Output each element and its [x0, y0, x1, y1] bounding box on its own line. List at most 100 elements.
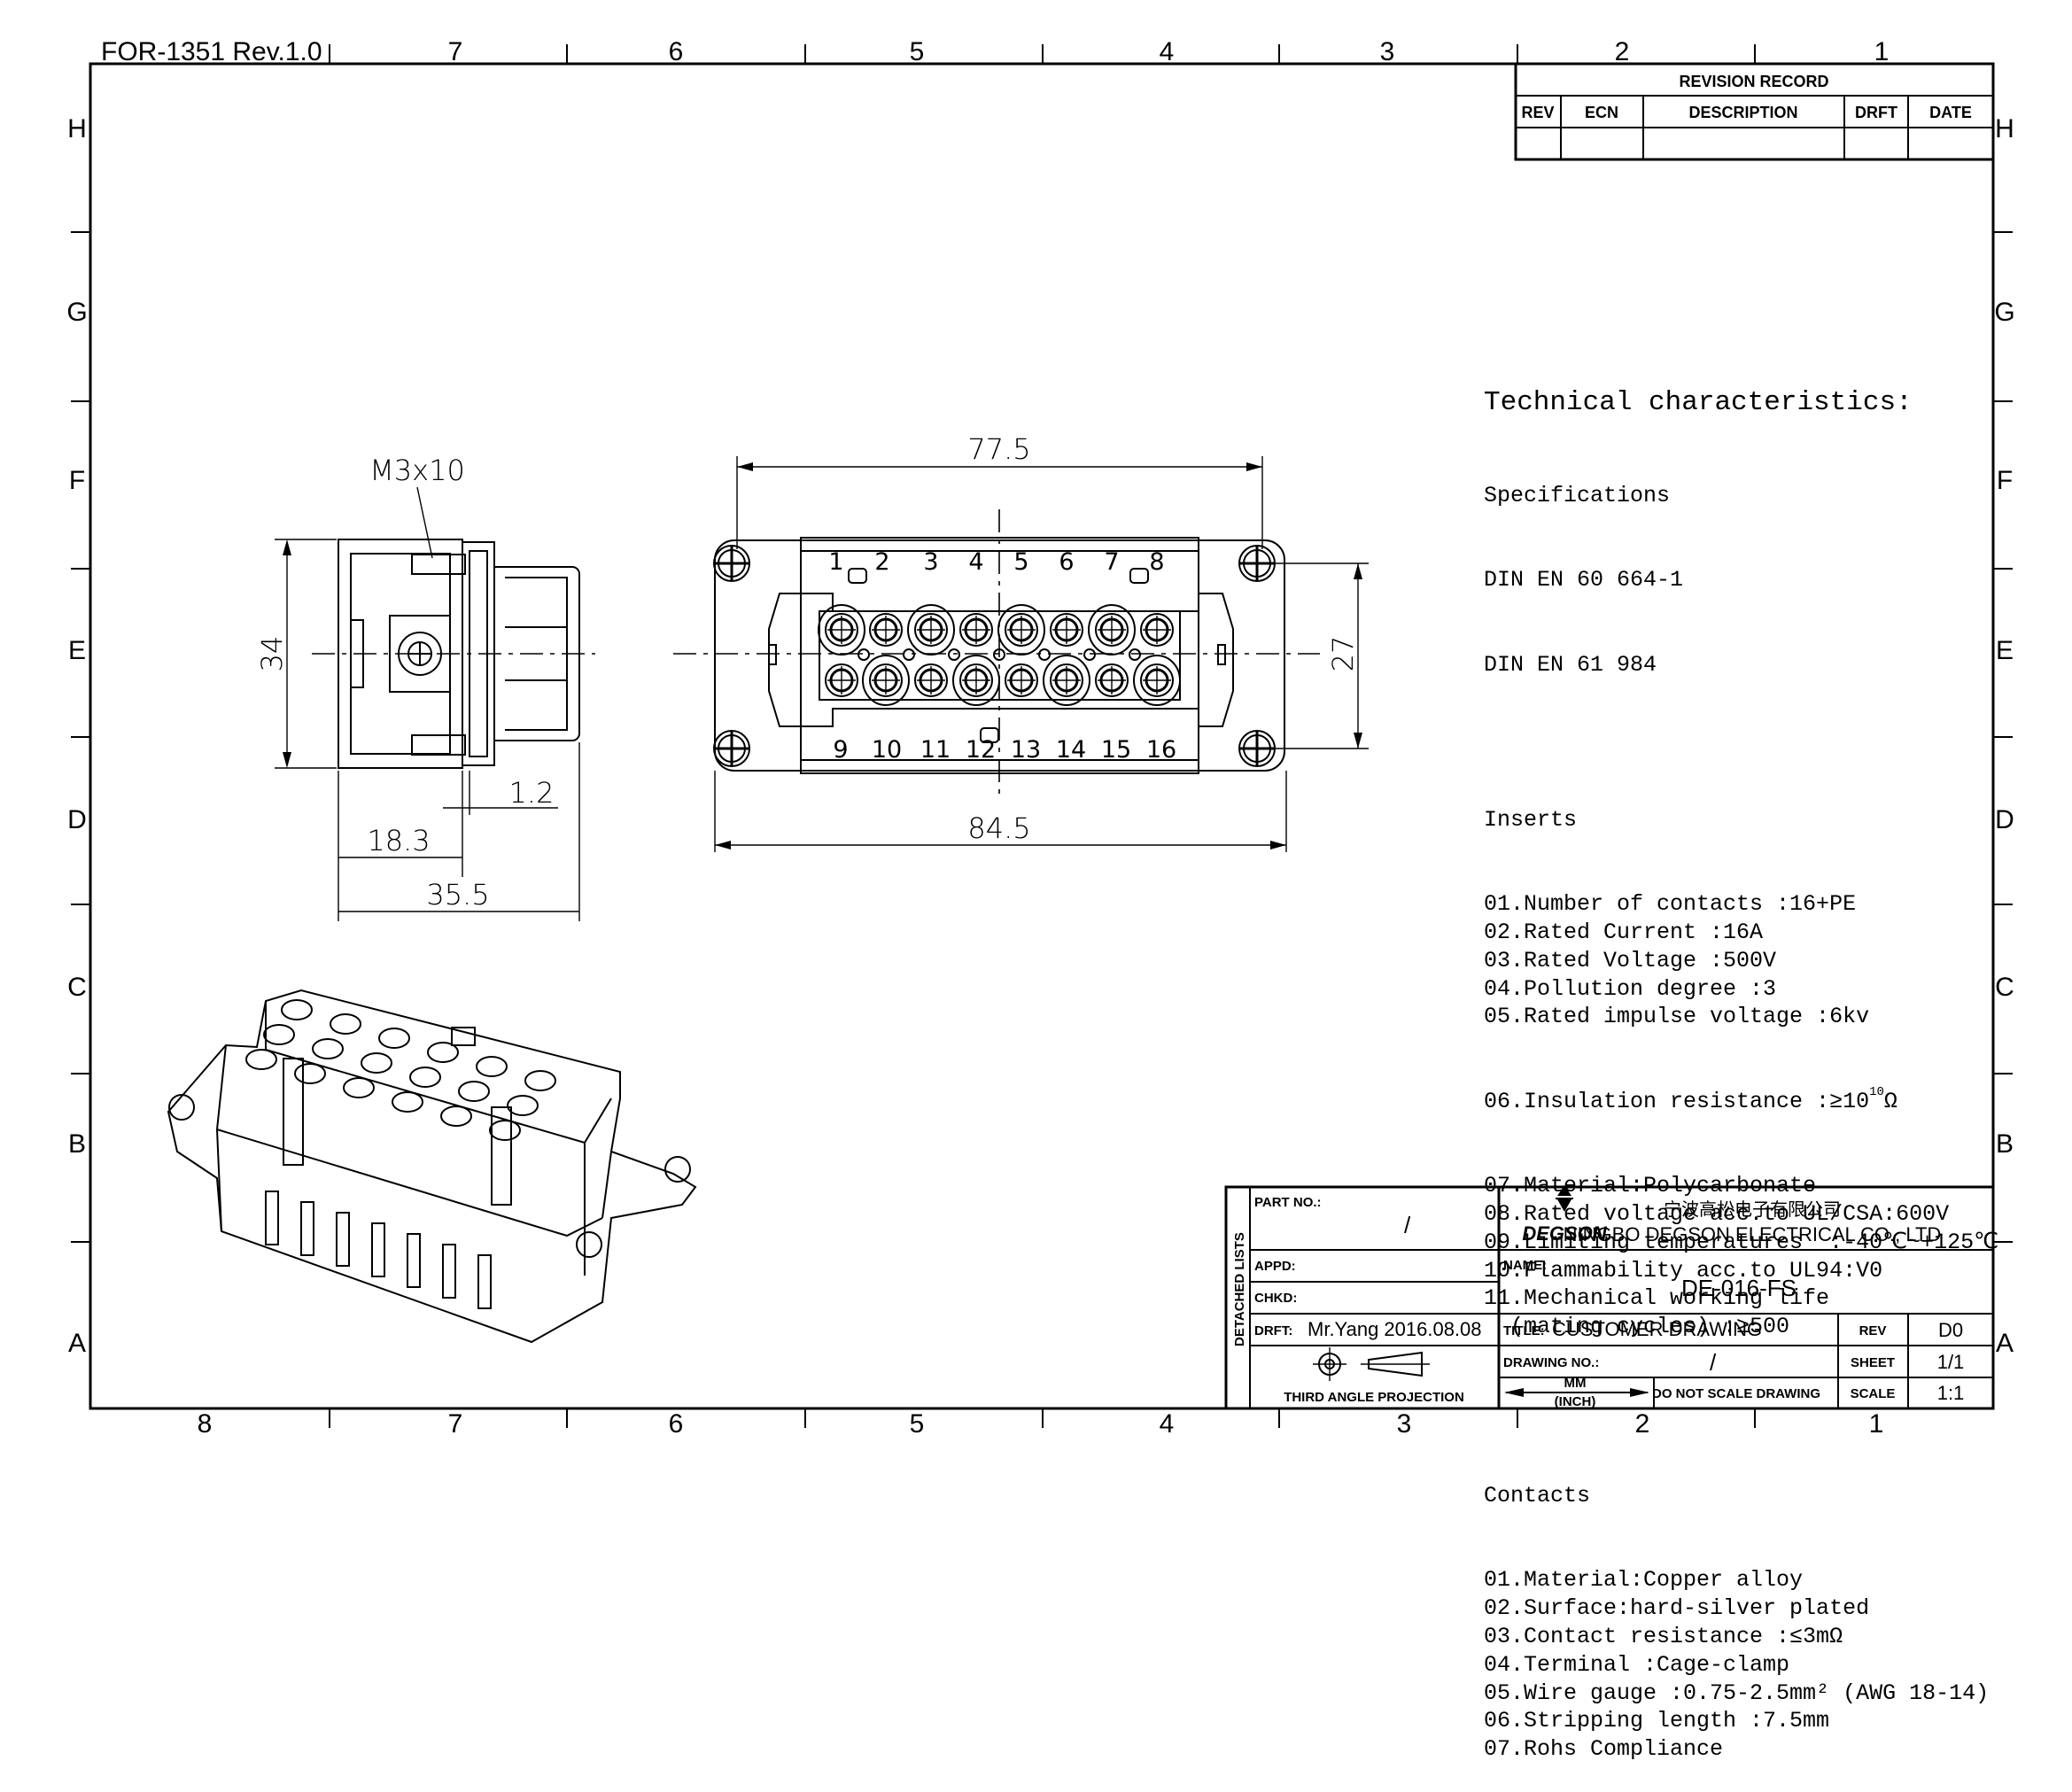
drft-value: Mr.Yang 2016.08.08	[1308, 1318, 1482, 1340]
spec-item: DIN EN 60 664-1	[1484, 567, 1684, 593]
contact-socket	[1088, 604, 1136, 656]
contact-socket	[1133, 655, 1181, 706]
mounting-screw-icon	[1238, 545, 1276, 582]
iso-slot	[477, 1254, 492, 1309]
company-name-en: NINGBO DEGSON ELECTRICAL CO., LTD	[1564, 1223, 1942, 1245]
iso-contact-hole	[294, 1063, 326, 1084]
title-value: CUSTOMER DRAWING	[1552, 1318, 1762, 1340]
iso-contact-hole	[312, 1038, 344, 1059]
insert-item-insulation: 06.Insulation resistance :≥1010Ω	[1484, 1084, 1998, 1116]
iso-contact-hole	[440, 1105, 472, 1127]
pin-label: 5	[1013, 548, 1028, 576]
iso-contact-hole	[409, 1067, 441, 1088]
pin-label: 2	[874, 548, 889, 576]
tech-item: 06.Stripping length :7.5mm	[1484, 1708, 1830, 1734]
revision-record-title: REVISION RECORD	[1679, 73, 1828, 90]
pin-label: 16	[1146, 736, 1176, 764]
row-marker-left: C	[67, 973, 87, 1002]
contact-socket	[862, 655, 910, 706]
contact-socket	[1095, 663, 1129, 697]
rev-label: REV	[1859, 1323, 1887, 1338]
tech-item: 10.Flammability acc.to UL94:V0	[1484, 1257, 1883, 1284]
pin-label: 10	[872, 736, 902, 764]
row-marker-right: D	[1995, 805, 2014, 834]
iso-contact-hole	[330, 1013, 361, 1035]
iso-contact-hole	[507, 1095, 539, 1116]
title-block: DETACHED LISTS PART NO.: / APPD: CHKD: D…	[1224, 1185, 1995, 1410]
spec-item: DIN EN 61 984	[1484, 651, 1657, 678]
contact-socket	[1140, 613, 1174, 647]
column-marker-bottom: 7	[448, 1409, 463, 1439]
pin-label: 4	[968, 548, 983, 576]
tech-item: 07.Material:Polycarbonate	[1484, 1173, 1817, 1199]
iso-contact-hole	[427, 1042, 459, 1063]
insulation-unit: Ω	[1883, 1088, 1897, 1114]
tech-item: 04.Terminal :Cage-clamp	[1484, 1651, 1790, 1678]
drft-label: DRFT:	[1254, 1323, 1292, 1338]
units-arrow-icon	[1504, 1388, 1649, 1397]
thread-label: M3x10	[369, 454, 465, 487]
pin-label: 3	[923, 548, 938, 576]
pe-contact	[858, 648, 870, 661]
flange-dim: 1.2	[509, 776, 555, 810]
contacts-title: Contacts	[1484, 1483, 1591, 1509]
row-marker-left: F	[69, 466, 85, 495]
description-header: DESCRIPTION	[1688, 104, 1797, 121]
row-marker-right: F	[1997, 466, 2013, 495]
side-height-dim: 34	[255, 636, 289, 672]
insulation-exponent: 10	[1869, 1084, 1884, 1099]
tech-item: 03.Rated Voltage :500V	[1484, 947, 1777, 974]
side-view: 34 M3x10 1.2 18.3 35.5	[255, 454, 595, 921]
row-marker-left: H	[67, 114, 87, 144]
tech-item: 02.Surface:hard-silver plated	[1484, 1595, 1870, 1622]
rev-header: REV	[1521, 104, 1554, 121]
appd-label: APPD:	[1254, 1259, 1296, 1274]
total-depth-dim: 35.5	[426, 878, 489, 912]
drawing-no-label: DRAWING NO.:	[1503, 1355, 1599, 1370]
column-marker-bottom: 6	[669, 1409, 684, 1439]
date-header: DATE	[1929, 104, 1972, 121]
pin-label: 15	[1101, 736, 1131, 764]
part-no-value: /	[1404, 1212, 1411, 1238]
row-marker-left: E	[68, 636, 86, 665]
contact-socket	[818, 604, 865, 656]
column-marker-top: 2	[1615, 37, 1630, 66]
scale-value: 1:1	[1937, 1382, 1965, 1404]
row-marker-left: B	[68, 1129, 86, 1159]
iso-slot	[442, 1244, 456, 1299]
scale-label: SCALE	[1851, 1386, 1896, 1401]
contact-socket	[952, 655, 1000, 706]
column-marker-bottom: 8	[198, 1409, 213, 1439]
iso-contact-hole	[392, 1091, 423, 1113]
tech-item: 01.Number of contacts :16+PE	[1484, 891, 1857, 918]
tech-item: 09.Limiting temperatures :-40℃~+125℃	[1484, 1229, 1999, 1255]
detached-lists-label: DETACHED LISTS	[1232, 1232, 1247, 1346]
row-marker-right: G	[1994, 298, 2014, 327]
mounting-screw-icon	[713, 545, 750, 582]
tech-item: 04.Pollution degree :3	[1484, 975, 1777, 1002]
pe-contact	[948, 648, 960, 661]
depth-dim: 18.3	[367, 824, 430, 857]
units-inch: (INCH)	[1555, 1394, 1596, 1409]
part-no-label: PART NO.:	[1254, 1195, 1322, 1210]
tech-item: 05.Wire gauge :0.75-2.5mm² (AWG 18-14)	[1484, 1680, 1990, 1706]
company-name-cn: 宁波高松电子有限公司	[1664, 1199, 1841, 1220]
column-marker-top: 6	[669, 37, 684, 66]
row-marker-right: E	[1996, 636, 2014, 665]
title-label: TITLE:	[1503, 1323, 1545, 1338]
tech-item: 02.Rated Current :16A	[1484, 919, 1764, 945]
inserts-title: Inserts	[1484, 806, 1578, 833]
contact-socket	[914, 663, 948, 697]
tech-item: 08.Rated voltage acc.to UL/CSA:600V	[1484, 1200, 1950, 1227]
row-marker-right: C	[1995, 973, 2014, 1002]
chkd-label: CHKD:	[1254, 1291, 1297, 1306]
iso-contact-hole	[245, 1049, 277, 1070]
row-marker-left: D	[67, 805, 87, 834]
units-mm: MM	[1564, 1376, 1587, 1391]
tech-item: 01.Material:Copper alloy	[1484, 1567, 1804, 1594]
name-label: NAME:	[1503, 1258, 1547, 1273]
mounting-screw-icon	[713, 730, 750, 767]
contact-socket	[907, 604, 955, 656]
pin-label: 12	[966, 736, 996, 764]
